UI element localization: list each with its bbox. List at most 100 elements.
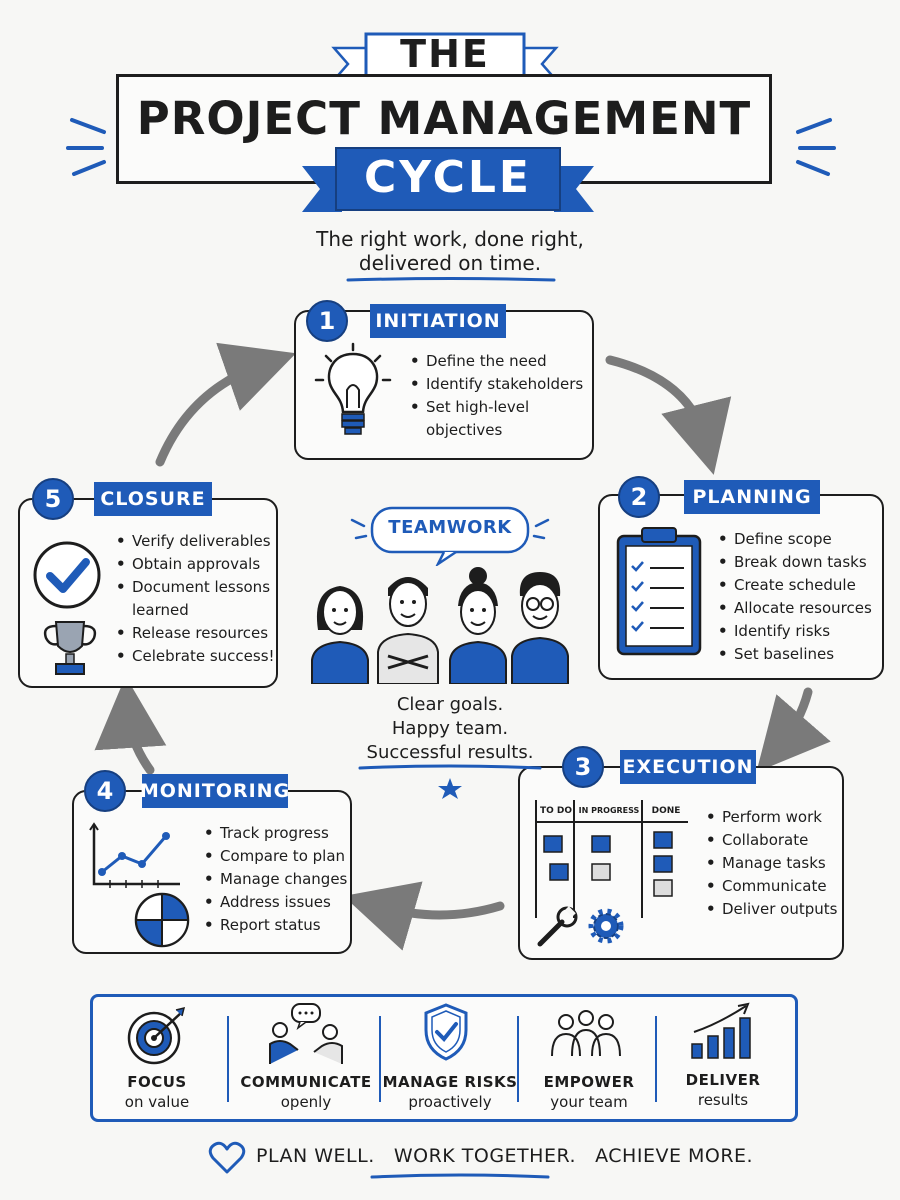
- board-col-todo: TO DO: [539, 806, 573, 816]
- value-title: EMPOWER: [543, 1073, 635, 1091]
- list-item: objectives: [426, 421, 503, 439]
- list-item: Communicate: [706, 875, 842, 898]
- step-4-number: 4: [84, 770, 126, 812]
- list-item: Release resources: [116, 622, 278, 645]
- line-chart-icon: [89, 822, 180, 888]
- value-communicate: COMMUNICATE openly: [238, 1072, 374, 1112]
- step-1-title: INITIATION: [370, 304, 506, 338]
- arrow-2-to-3: [756, 687, 831, 773]
- footer-phrase-3: ACHIEVE MORE.: [595, 1145, 754, 1167]
- center-line-1: Clear goals.: [396, 694, 504, 715]
- step-2-list: Define scope Break down tasks Create sch…: [718, 528, 884, 666]
- list-item: Collaborate: [706, 829, 842, 852]
- bar-growth-icon: [691, 1002, 751, 1059]
- list-item: Create schedule: [718, 574, 884, 597]
- value-sub: on value: [124, 1093, 190, 1111]
- value-title: FOCUS: [127, 1073, 187, 1091]
- teamwork-label: TEAMWORK: [388, 517, 512, 538]
- list-item: Manage changes: [204, 868, 352, 891]
- checkmark-icon: [33, 541, 101, 609]
- step-4-title: MONITORING: [140, 774, 289, 808]
- cycle-banner: [302, 147, 594, 212]
- step-5-list: Verify deliverables Obtain approvals Doc…: [116, 530, 278, 668]
- list-item: Identify risks: [718, 620, 884, 643]
- step-3-list: Perform work Collaborate Manage tasks Co…: [706, 806, 842, 921]
- value-title: COMMUNICATE: [240, 1073, 372, 1091]
- footer-underline: [370, 1173, 550, 1179]
- list-item: Verify deliverables: [116, 530, 278, 553]
- list-item: Deliver outputs: [706, 898, 842, 921]
- subtitle-underline: [346, 277, 556, 282]
- footer-phrase-2: WORK TOGETHER.: [393, 1145, 577, 1167]
- list-item: Define scope: [718, 528, 884, 551]
- step-1-number: 1: [306, 300, 348, 342]
- arrow-1-to-2: [605, 355, 732, 475]
- burst-right-icon: [796, 118, 836, 176]
- lightbulb-icon: [314, 342, 392, 435]
- team-people-icon: [311, 567, 569, 684]
- center-line-3: Successful results.: [366, 742, 534, 763]
- subtitle-line-2: delivered on time.: [358, 251, 542, 275]
- value-deliver: DELIVER results: [658, 1070, 788, 1110]
- step-2-title: PLANNING: [684, 480, 820, 514]
- kanban-board-icon: TO DO IN PROGRESS DONE: [534, 800, 690, 920]
- cycle-arrows: [94, 342, 831, 951]
- list-item: Celebrate success!: [116, 645, 278, 668]
- step-5-title: CLOSURE: [94, 482, 212, 516]
- step-5-number: 5: [32, 478, 74, 520]
- list-item: Track progress: [204, 822, 352, 845]
- list-item: Obtain approvals: [116, 553, 278, 576]
- list-item: Manage tasks: [706, 852, 842, 875]
- value-manage-risks: MANAGE RISKS proactively: [382, 1072, 518, 1112]
- board-col-done: DONE: [651, 806, 681, 816]
- people-icon: [551, 1010, 621, 1057]
- pie-chart-icon: [134, 892, 190, 948]
- list-item: Set baselines: [718, 643, 884, 666]
- trophy-icon: [43, 621, 97, 675]
- center-underline-star: [358, 764, 542, 799]
- list-item: Compare to plan: [204, 845, 352, 868]
- list-item: Allocate resources: [718, 597, 884, 620]
- value-focus: FOCUS on value: [92, 1072, 222, 1112]
- subtitle-line-1: The right work, done right,: [316, 227, 584, 251]
- value-empower: EMPOWER your team: [524, 1072, 654, 1112]
- values-dividers: [227, 1016, 657, 1102]
- page-title: PROJECT MANAGEMENT: [136, 92, 752, 145]
- arrow-3-to-4: [343, 881, 505, 951]
- list-item: Break down tasks: [718, 551, 884, 574]
- list-item: Set high-level: [410, 396, 590, 419]
- conversation-icon: [269, 1003, 343, 1064]
- target-icon: [127, 1006, 186, 1065]
- step-3-title: EXECUTION: [620, 750, 756, 784]
- step-3-number: 3: [562, 746, 604, 788]
- heart-icon: [208, 1141, 246, 1174]
- header-the: THE: [400, 32, 490, 76]
- list-item: Address issues: [204, 891, 352, 914]
- wrench-icon: [537, 906, 578, 947]
- value-sub: your team: [550, 1093, 628, 1111]
- header-cycle: CYCLE: [364, 152, 532, 203]
- list-item: Document lessons: [116, 576, 278, 599]
- gear-icon: [588, 908, 624, 944]
- list-item: Report status: [204, 914, 352, 937]
- shield-check-icon: [424, 1003, 468, 1061]
- value-sub: openly: [280, 1093, 332, 1111]
- footer-phrase-1: PLAN WELL.: [256, 1145, 375, 1167]
- center-line-2: Happy team.: [391, 718, 509, 739]
- board-col-in-progress: IN PROGRESS: [578, 806, 640, 815]
- value-sub: proactively: [408, 1093, 492, 1111]
- list-item: Identify stakeholders: [410, 373, 590, 396]
- teamwork-bubble: [350, 506, 550, 566]
- arrow-4-to-5: [94, 676, 167, 775]
- value-sub: results: [697, 1091, 749, 1109]
- value-title: MANAGE RISKS: [382, 1073, 518, 1091]
- list-item: learned: [132, 601, 189, 619]
- clipboard-icon: [616, 527, 702, 656]
- list-item: Perform work: [706, 806, 842, 829]
- list-item: Define the need: [410, 350, 590, 373]
- arrow-5-to-1: [155, 342, 297, 467]
- step-1-list: Define the need Identify stakeholders Se…: [410, 350, 590, 442]
- step-2-number: 2: [618, 476, 660, 518]
- burst-left-icon: [66, 118, 106, 176]
- footer-slogan: PLAN WELL. WORK TOGETHER. ACHIEVE MORE.: [256, 1145, 753, 1167]
